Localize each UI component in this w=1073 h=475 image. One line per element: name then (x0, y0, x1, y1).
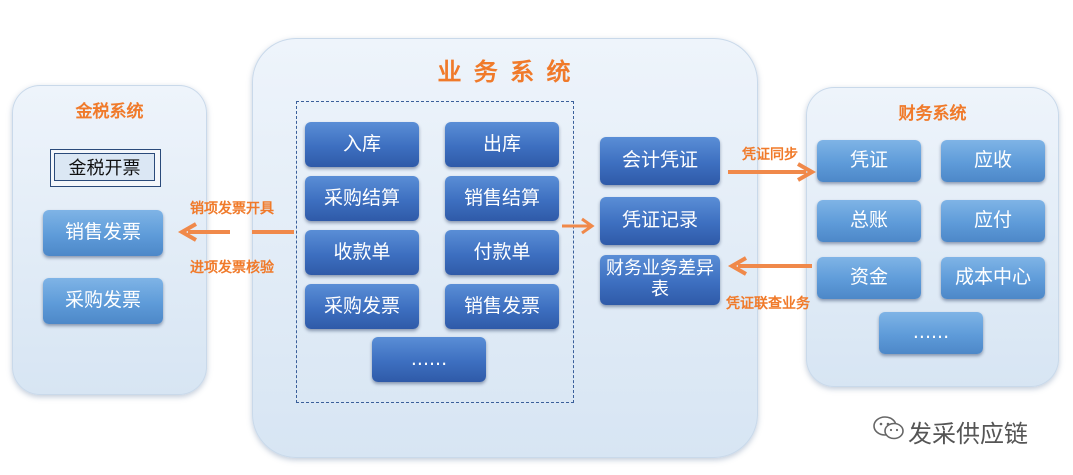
voucher-sync-label: 凭证同步 (742, 147, 798, 163)
cost-center-button[interactable]: 成本中心 (941, 257, 1045, 299)
golden-tax-title: 金税系统 (75, 102, 144, 122)
watermark-text: 发采供应链 (908, 420, 1028, 448)
funds-button[interactable]: 资金 (817, 257, 921, 299)
general-ledger-button[interactable]: 总账 (817, 200, 921, 242)
more-finance-button[interactable]: ...... (879, 312, 983, 354)
purchase-settlement-button[interactable]: 采购结算 (305, 176, 419, 221)
business-dashed-frame (296, 101, 574, 403)
sales-invoice-issue-label: 销项发票开具 (190, 201, 274, 217)
outbound-button[interactable]: 出库 (445, 122, 559, 167)
golden-tax-invoice-box-inner: 金税开票 (54, 153, 155, 181)
voucher-record-button[interactable]: 凭证记录 (600, 197, 720, 245)
receivable-button[interactable]: 应收 (941, 140, 1045, 182)
finance-title: 财务系统 (898, 104, 967, 124)
payable-button[interactable]: 应付 (941, 200, 1045, 242)
accounting-voucher-button[interactable]: 会计凭证 (600, 137, 720, 185)
inbound-button[interactable]: 入库 (305, 122, 419, 167)
finance-business-diff-label: 财务业务差异表 (606, 258, 714, 300)
business-title: 业 务 系 统 (437, 58, 573, 86)
finance-business-diff-button[interactable]: 财务业务差异表 (600, 255, 720, 305)
payment-button[interactable]: 付款单 (445, 230, 559, 275)
sales-settlement-button[interactable]: 销售结算 (445, 176, 559, 221)
voucher-query-label: 凭证联查业务 (726, 296, 810, 312)
wechat-icon (873, 416, 904, 440)
receipt-button[interactable]: 收款单 (305, 230, 419, 275)
more-business-button[interactable]: ...... (372, 337, 486, 382)
golden-tax-sales-invoice-button[interactable]: 销售发票 (43, 210, 163, 256)
purchase-invoice-button[interactable]: 采购发票 (305, 284, 419, 329)
input-invoice-verify-label: 进项发票核验 (190, 260, 274, 276)
golden-tax-purchase-invoice-button[interactable]: 采购发票 (43, 278, 163, 324)
finance-voucher-button[interactable]: 凭证 (817, 140, 921, 182)
sales-invoice-button[interactable]: 销售发票 (445, 284, 559, 329)
